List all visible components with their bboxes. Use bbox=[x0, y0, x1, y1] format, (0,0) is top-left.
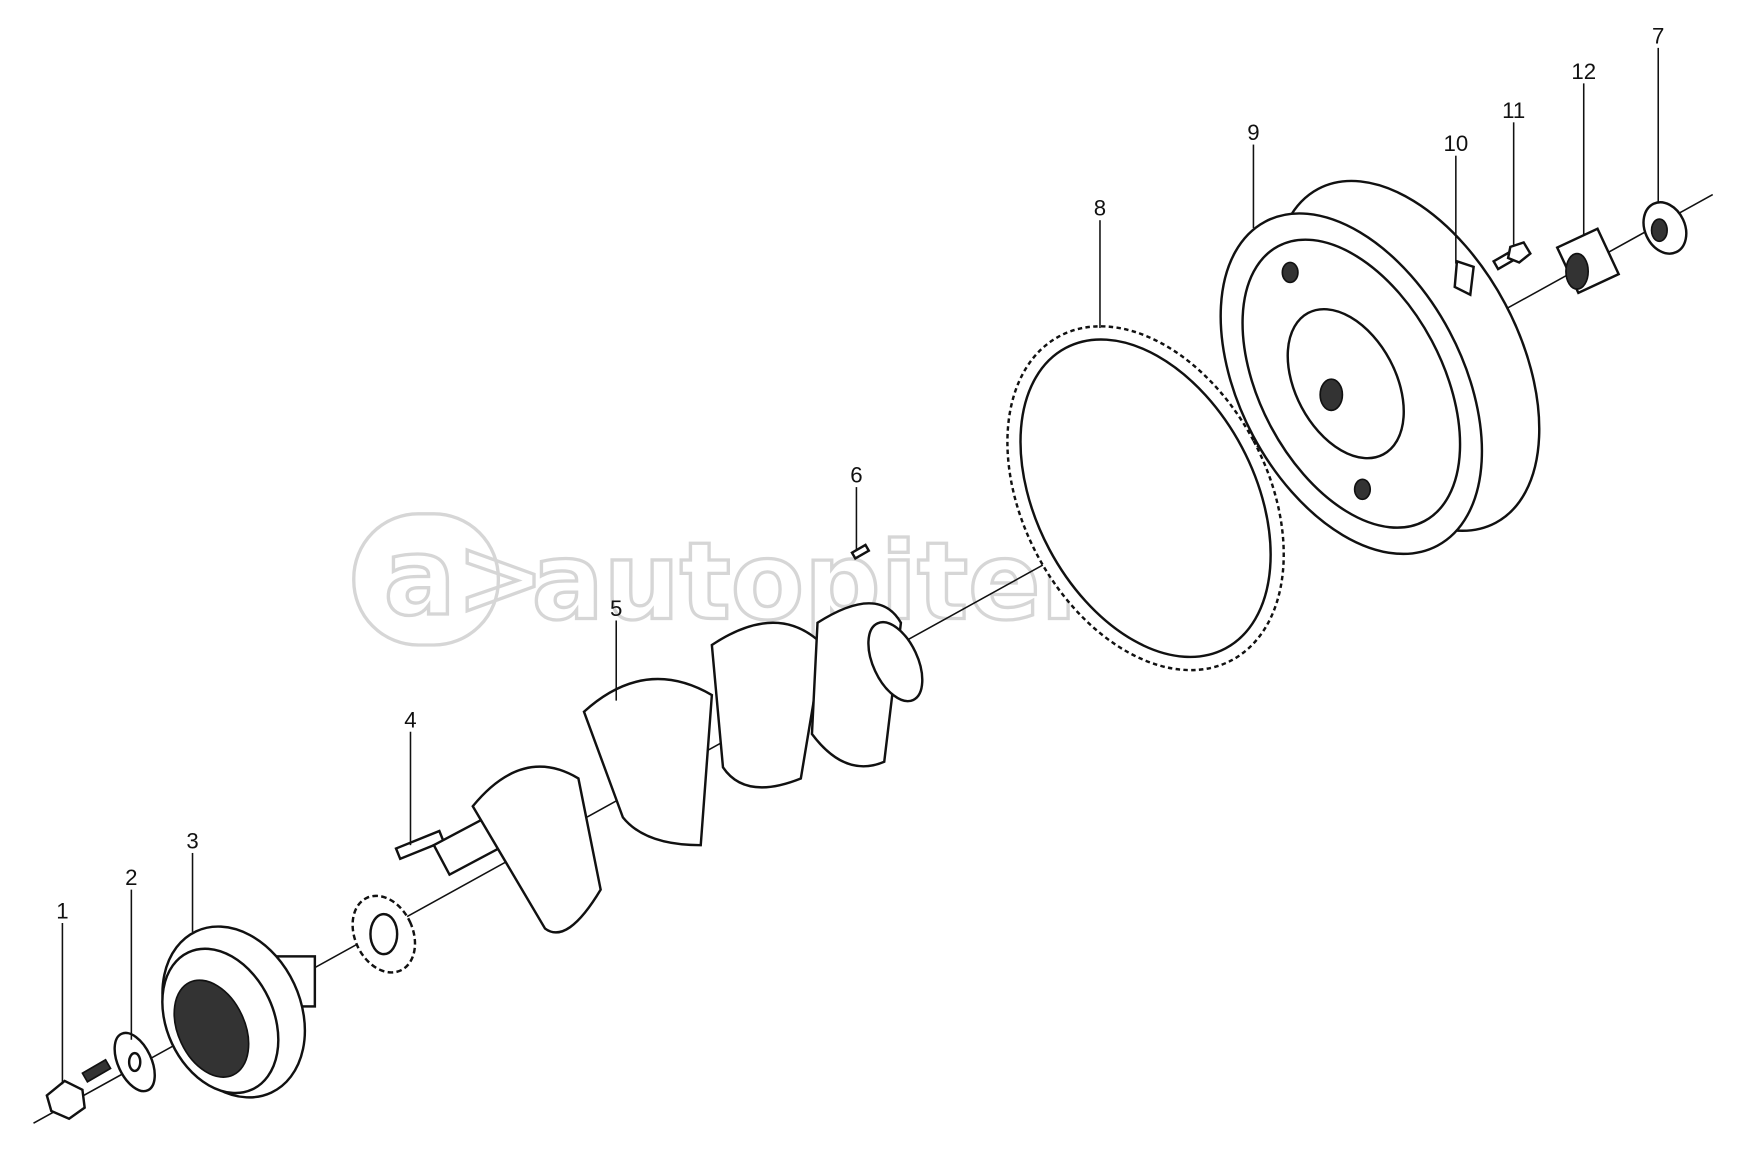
part-10-lock-plate bbox=[1453, 259, 1475, 297]
part-1-bolt bbox=[45, 1058, 112, 1121]
part-3-pulley bbox=[161, 925, 317, 1099]
part-7-bearing bbox=[1642, 201, 1688, 255]
timing-gear bbox=[351, 894, 417, 974]
callout-7: 7 bbox=[1652, 23, 1664, 48]
part-11-bolt bbox=[1491, 240, 1532, 271]
part-5-crankshaft bbox=[432, 602, 924, 934]
part-4-key bbox=[394, 829, 446, 861]
callout-1: 1 bbox=[56, 899, 68, 924]
callout-3: 3 bbox=[186, 829, 198, 854]
callout-9: 9 bbox=[1247, 120, 1259, 145]
callout-6: 6 bbox=[850, 463, 862, 488]
part-8-ring-gear bbox=[1006, 325, 1285, 672]
part-9-flywheel bbox=[1219, 179, 1541, 556]
callout-2: 2 bbox=[125, 865, 137, 890]
part-12-bushing bbox=[1555, 227, 1621, 295]
callout-10: 10 bbox=[1443, 131, 1468, 156]
part-2-washer bbox=[113, 1031, 156, 1093]
leader-lines bbox=[61, 47, 1660, 1085]
callout-4: 4 bbox=[404, 707, 416, 732]
part-6-pin bbox=[850, 543, 871, 561]
callout-8: 8 bbox=[1094, 196, 1106, 221]
callout-11: 11 bbox=[1502, 98, 1525, 123]
callout-12: 12 bbox=[1571, 59, 1596, 84]
callout-5: 5 bbox=[610, 596, 622, 621]
svg-text:a>: a> bbox=[384, 516, 545, 640]
